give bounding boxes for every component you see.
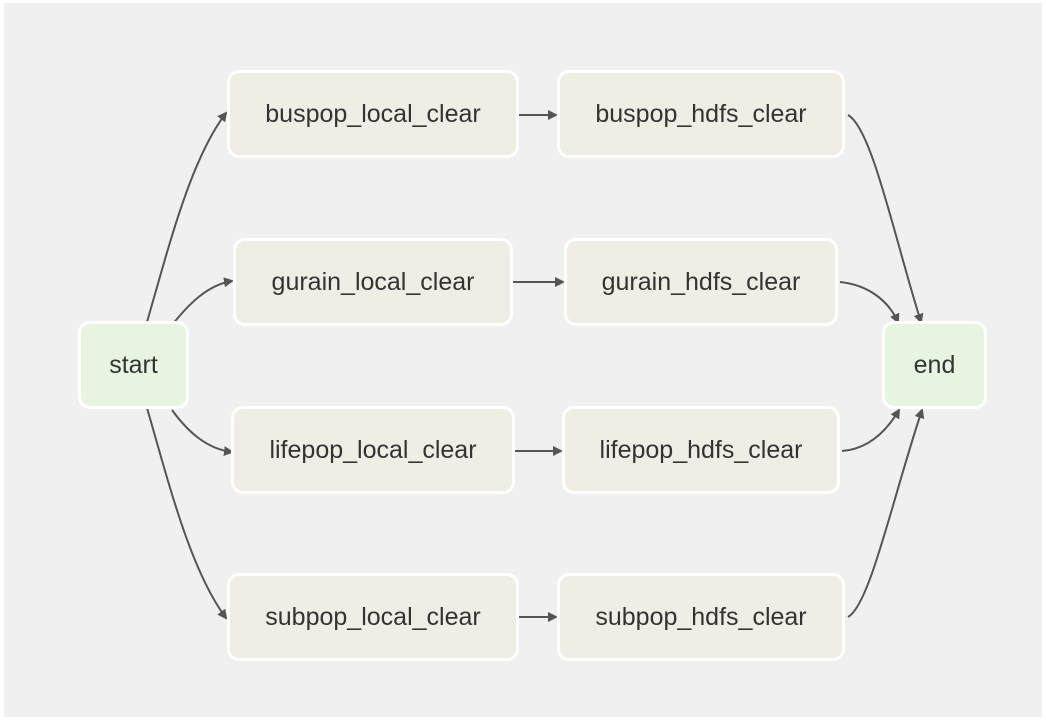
- node-lifepop-local-clear[interactable]: lifepop_local_clear: [231, 406, 515, 494]
- edge-start-to-lifepop-local: [171, 409, 234, 457]
- node-start-label: start: [109, 350, 158, 379]
- node-end[interactable]: end: [882, 321, 987, 409]
- node-buspop-local-clear[interactable]: buspop_local_clear: [227, 70, 519, 158]
- node-gurain-hdfs-clear[interactable]: gurain_hdfs_clear: [564, 238, 838, 326]
- node-gurain-local-clear-label: gurain_local_clear: [271, 267, 475, 296]
- edge-buspop-hdfs-to-end: [847, 114, 924, 324]
- edge-start-to-subpop-local: [146, 407, 228, 620]
- edge-gurain-hdfs-to-end: [839, 281, 900, 324]
- node-lifepop-hdfs-clear[interactable]: lifepop_hdfs_clear: [562, 406, 840, 494]
- node-buspop-hdfs-clear[interactable]: buspop_hdfs_clear: [557, 70, 845, 158]
- node-buspop-local-clear-label: buspop_local_clear: [265, 99, 481, 128]
- node-end-label: end: [913, 350, 956, 379]
- edge-start-to-gurain-local: [171, 277, 234, 326]
- node-gurain-local-clear[interactable]: gurain_local_clear: [233, 238, 513, 326]
- node-buspop-hdfs-clear-label: buspop_hdfs_clear: [595, 99, 807, 128]
- edge-subpop-hdfs-to-end: [847, 408, 925, 618]
- node-subpop-hdfs-clear-label: subpop_hdfs_clear: [595, 602, 807, 631]
- node-subpop-local-clear[interactable]: subpop_local_clear: [227, 573, 519, 661]
- node-gurain-hdfs-clear-label: gurain_hdfs_clear: [601, 267, 801, 296]
- node-start[interactable]: start: [78, 321, 189, 409]
- edge-lifepop-hdfs-to-end: [841, 408, 901, 452]
- node-subpop-hdfs-clear[interactable]: subpop_hdfs_clear: [557, 573, 845, 661]
- edge-start-to-buspop-local: [146, 111, 228, 323]
- node-lifepop-hdfs-clear-label: lifepop_hdfs_clear: [599, 435, 803, 464]
- node-lifepop-local-clear-label: lifepop_local_clear: [269, 435, 477, 464]
- node-subpop-local-clear-label: subpop_local_clear: [265, 602, 481, 631]
